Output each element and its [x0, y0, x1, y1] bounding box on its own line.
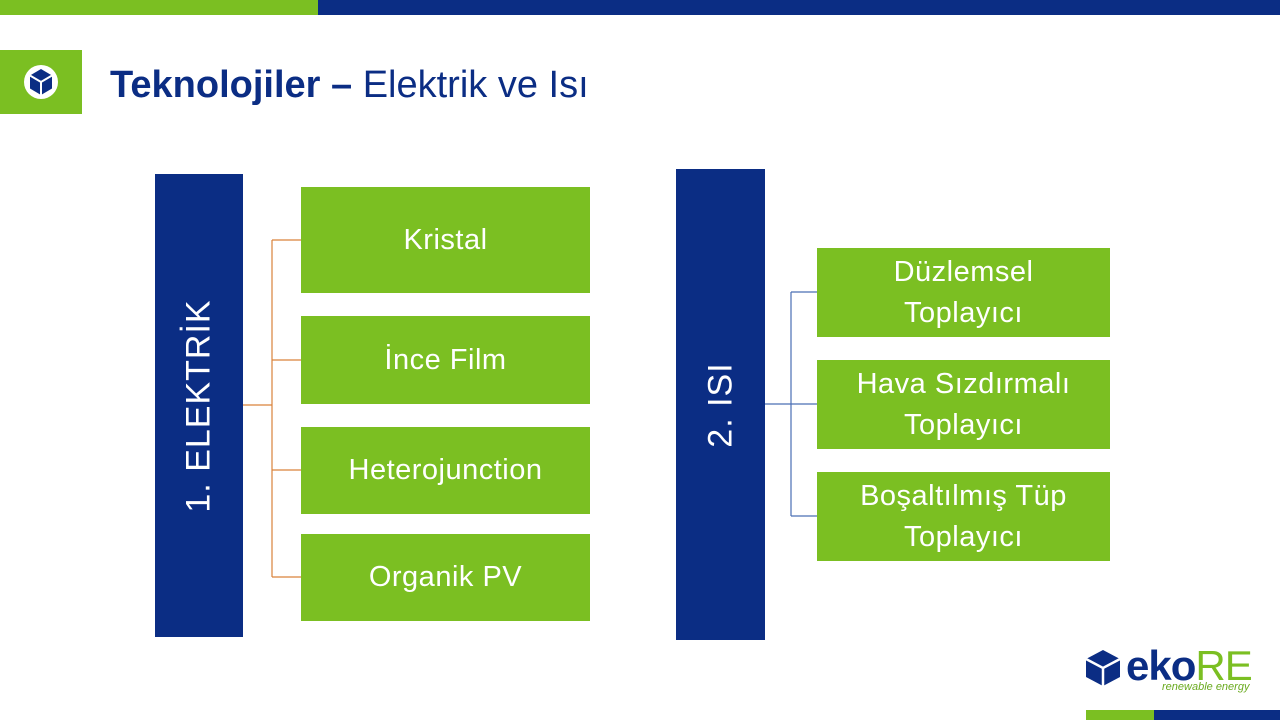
- logo-tagline: renewable energy: [1162, 681, 1250, 693]
- category-isi-label: 2. ISI: [701, 361, 739, 448]
- item-organik-pv: Organik PV: [301, 534, 590, 621]
- item-duzlemsel-toplayici: Düzlemsel Toplayıcı: [817, 248, 1110, 337]
- top-accent-bar-green: [0, 0, 318, 15]
- item-bosaltilmis-tup-toplayici: Boşaltılmış Tüp Toplayıcı: [817, 472, 1110, 561]
- brand-logo: [1083, 648, 1253, 692]
- title-badge: [0, 50, 82, 114]
- category-elektrik-label: 1. ELEKTRİK: [179, 298, 218, 513]
- item-kristal: Kristal: [301, 187, 590, 293]
- logo-wordmark-accent: RE: [1195, 642, 1252, 689]
- top-accent-bar-blue: [318, 0, 1280, 15]
- hexagon-cube-icon: [1085, 650, 1121, 686]
- hexagon-cube-icon: [24, 65, 58, 99]
- item-hava-sizdirmali-toplayici: Hava Sızdırmalı Toplayıcı: [817, 360, 1110, 449]
- item-ince-film: İnce Film: [301, 316, 590, 404]
- category-elektrik: 1. ELEKTRİK: [155, 174, 243, 637]
- bottom-accent-bar-blue: [1154, 710, 1280, 720]
- bottom-accent-bar-green: [1086, 710, 1154, 720]
- item-heterojunction: Heterojunction: [301, 427, 590, 514]
- page-title-bold: Teknolojiler –: [110, 64, 353, 106]
- category-isi: 2. ISI: [676, 169, 765, 640]
- page-title: Teknolojiler – Elektrik ve Isı: [110, 62, 589, 108]
- page-title-rest: Elektrik ve Isı: [362, 64, 589, 106]
- logo-wordmark: ekoRE: [1126, 642, 1253, 689]
- logo-wordmark-main: eko: [1126, 642, 1196, 689]
